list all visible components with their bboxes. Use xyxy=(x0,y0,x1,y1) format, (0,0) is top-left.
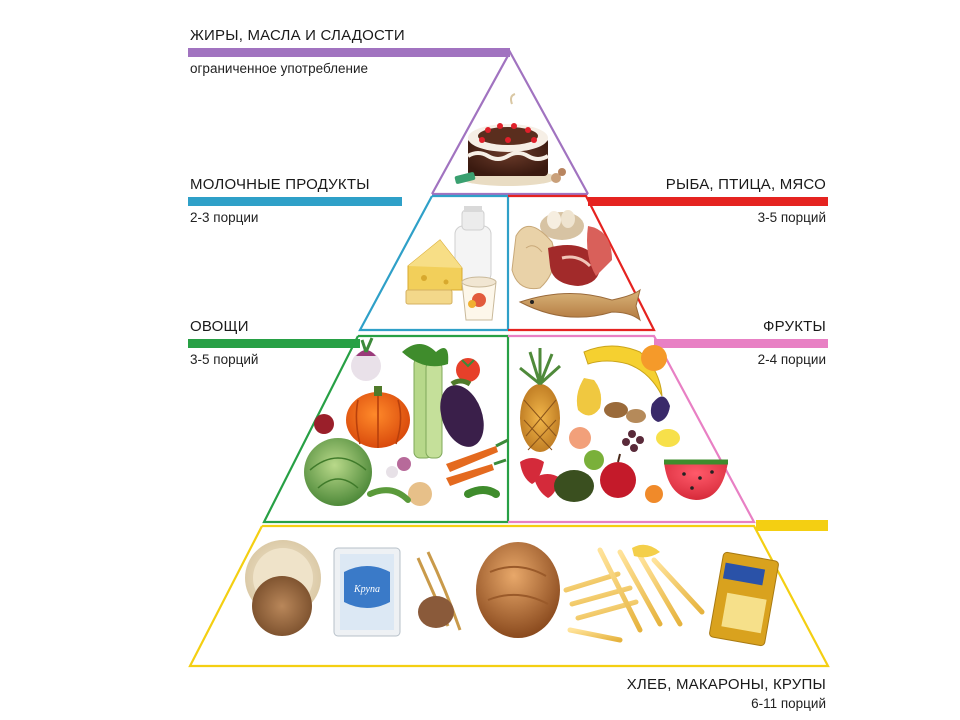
fats-title: ЖИРЫ, МАСЛА И СЛАДОСТИ xyxy=(190,27,405,44)
meat-fish-illustration xyxy=(511,210,641,322)
dairy-title: МОЛОЧНЫЕ ПРОДУКТЫ xyxy=(190,176,370,193)
grains-title: ХЛЕБ, МАКАРОНЫ, КРУПЫ xyxy=(626,676,826,693)
fats-bar xyxy=(188,48,510,57)
protein-title: РЫБА, ПТИЦА, МЯСО xyxy=(665,176,826,193)
fruits-subtitle: 2-4 порции xyxy=(757,352,826,367)
fats-subtitle: ограниченное употребление xyxy=(190,61,368,76)
protein-bar xyxy=(588,197,828,206)
fruits-title: ФРУКТЫ xyxy=(763,318,826,335)
fruits-bar xyxy=(654,339,828,348)
dairy-illustration xyxy=(405,206,497,321)
protein-subtitle: 3-5 порций xyxy=(757,210,826,225)
grains-illustration: Крупа xyxy=(245,540,779,647)
vegetables-title: ОВОЩИ xyxy=(190,318,249,335)
grains-bar xyxy=(756,520,828,531)
grain-package-label: Крупа xyxy=(353,584,380,595)
dairy-subtitle: 2-3 порции xyxy=(190,210,259,225)
grains-subtitle: 6-11 порций xyxy=(751,696,826,711)
fruits-illustration xyxy=(519,345,728,503)
cake-illustration xyxy=(454,93,566,186)
pyramid-outline xyxy=(188,49,830,668)
vegetables-illustration xyxy=(304,337,509,506)
vegetables-subtitle: 3-5 порций xyxy=(190,352,259,367)
vegetables-bar xyxy=(188,339,360,348)
dairy-bar xyxy=(188,197,402,206)
